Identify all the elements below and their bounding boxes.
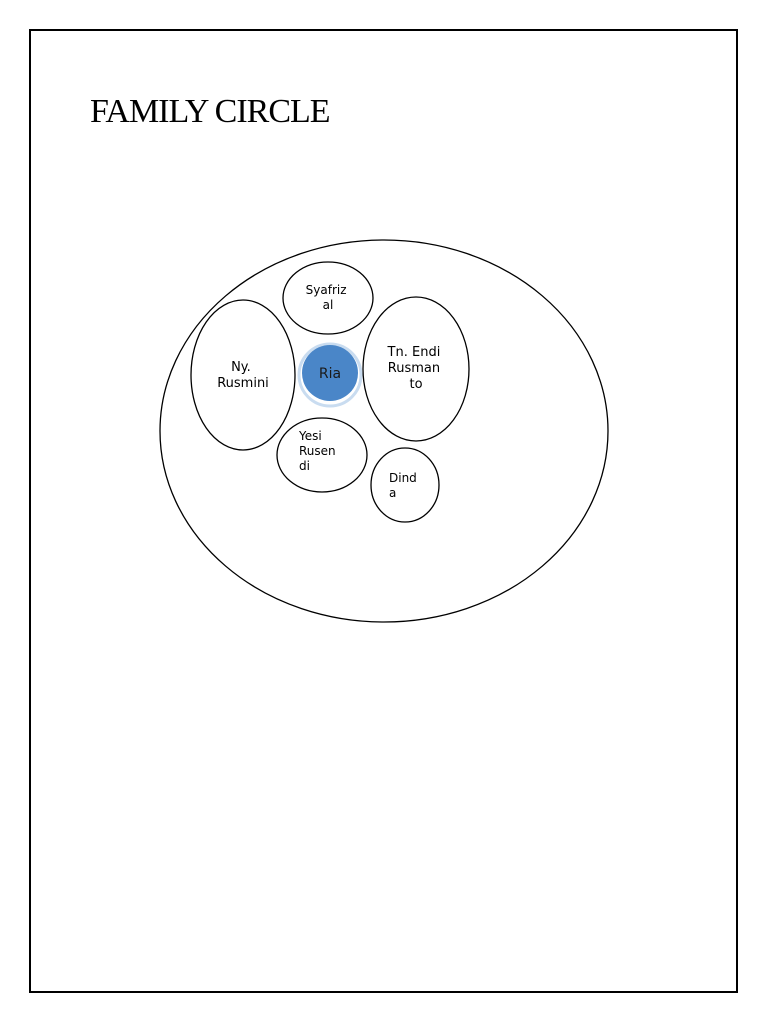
center-node-ria: Ria <box>297 342 363 408</box>
member-label-line: Rusen <box>299 444 336 458</box>
member-label-line: Dind <box>389 471 417 485</box>
member-label-line: Tn. Endi <box>387 345 441 360</box>
member-label-line: a <box>389 486 396 500</box>
member-label-rusmini: Ny. Rusmini <box>217 360 269 391</box>
center-label: Ria <box>319 366 341 382</box>
member-label-line: to <box>409 377 422 392</box>
member-label-line: Yesi <box>298 429 322 443</box>
member-ellipse-yesi <box>276 417 368 493</box>
member-label-syafrizal: Syafriz al <box>306 283 351 312</box>
member-label-dinda: Dind a <box>389 471 421 500</box>
member-label-line: al <box>323 298 334 312</box>
page-title: FAMILY CIRCLE <box>90 93 331 130</box>
member-node-syafrizal: Syafriz al <box>282 261 374 335</box>
member-label-line: Rusmini <box>217 376 269 391</box>
member-node-yesi: Yesi Rusen di <box>276 417 368 493</box>
member-label-yesi: Yesi Rusen di <box>298 429 339 473</box>
member-node-dinda: Dind a <box>370 447 440 523</box>
member-ellipse-dinda <box>370 447 440 523</box>
member-node-endi: Tn. Endi Rusman to <box>362 296 470 442</box>
member-label-endi: Tn. Endi Rusman to <box>387 345 445 392</box>
outer-family-ellipse <box>159 239 609 623</box>
center-circle <box>302 345 358 401</box>
member-label-line: di <box>299 459 310 473</box>
member-label-line: Ny. <box>231 360 251 375</box>
member-ellipse-syafrizal <box>282 261 374 335</box>
member-ellipse-rusmini <box>190 299 296 451</box>
member-node-rusmini: Ny. Rusmini <box>190 299 296 451</box>
member-label-line: Syafriz <box>306 283 347 297</box>
member-label-line: Rusman <box>388 361 440 376</box>
member-ellipse-endi <box>362 296 470 442</box>
